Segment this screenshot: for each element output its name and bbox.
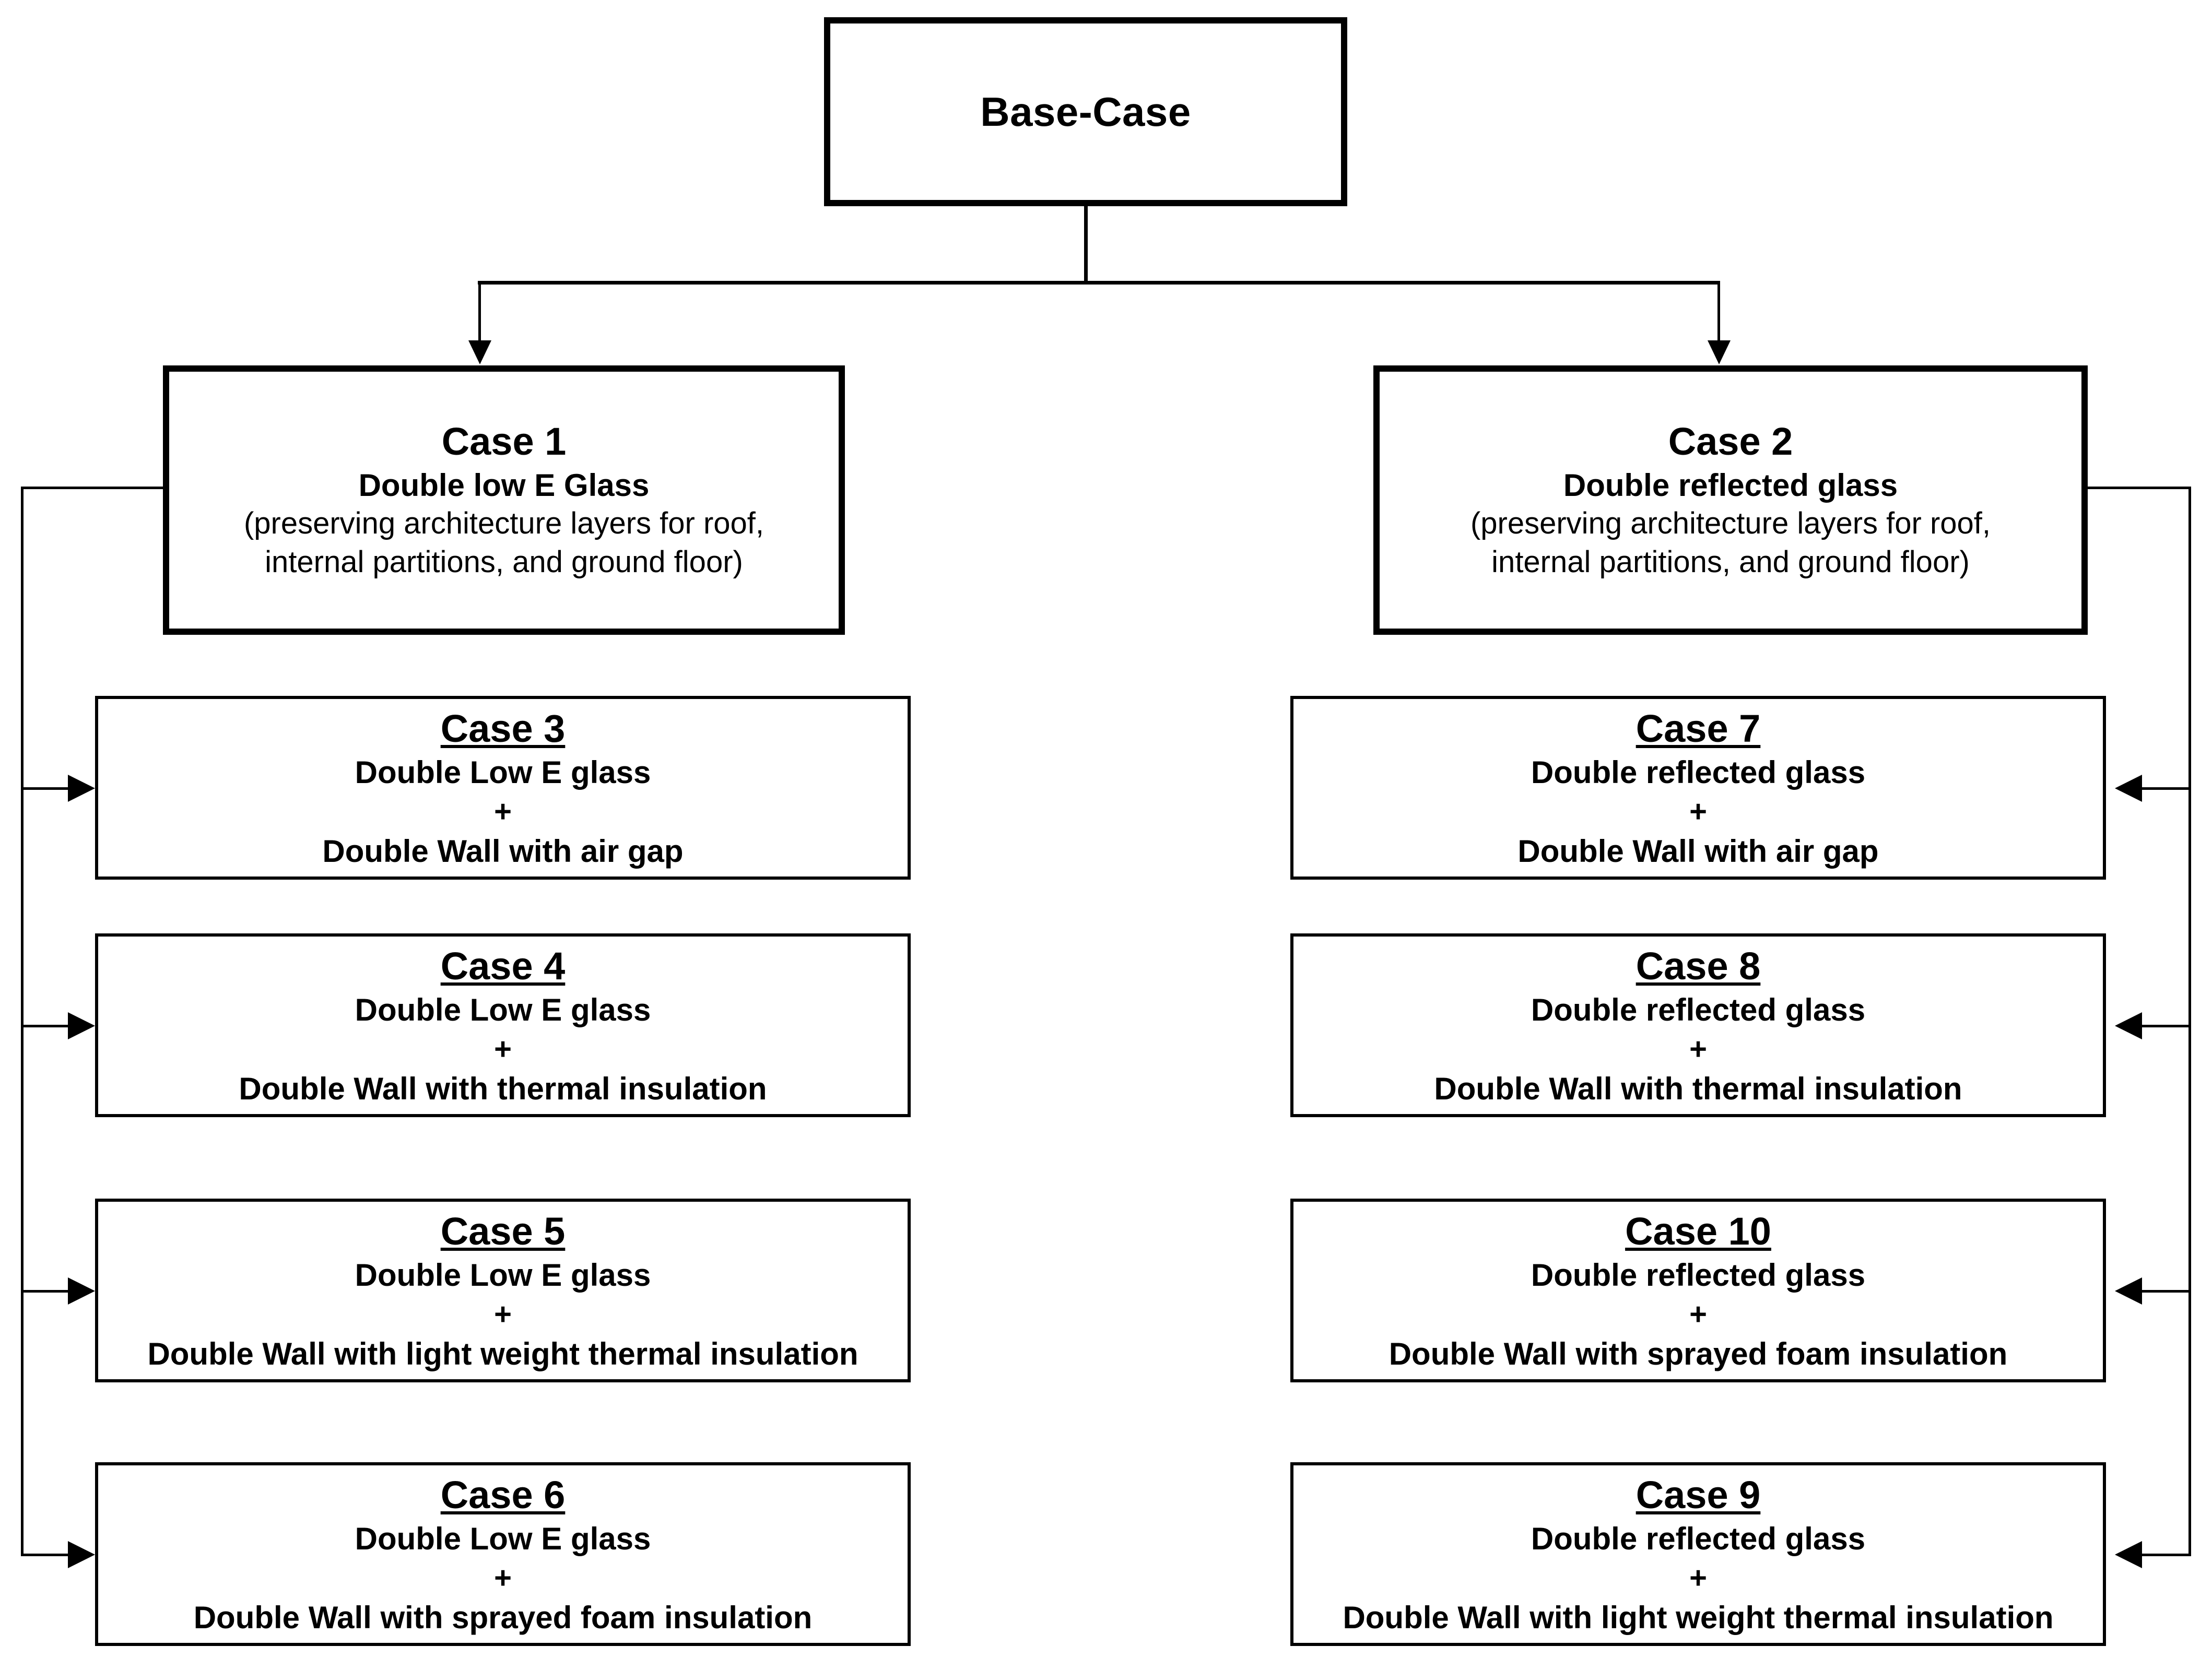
node-case-2[interactable]: Case 2 Double reflected glass (preservin… bbox=[1373, 365, 2088, 635]
case-10-title: Case 10 bbox=[1625, 1209, 1771, 1253]
case-2-subtitle: Double reflected glass bbox=[1563, 468, 1898, 503]
case-8-operator: + bbox=[1689, 1032, 1707, 1066]
case-6-line-1: Double Low E glass bbox=[355, 1521, 651, 1556]
case-4-line-1: Double Low E glass bbox=[355, 992, 651, 1027]
node-case-7[interactable]: Case 7 Double reflected glass + Double W… bbox=[1290, 696, 2106, 880]
connector-right-rail-to-case-9 bbox=[2141, 1554, 2191, 1556]
case-9-line-2: Double Wall with light weight thermal in… bbox=[1343, 1600, 2054, 1635]
arrow-down-to-case-1 bbox=[468, 340, 491, 364]
case-8-line-2: Double Wall with thermal insulation bbox=[1434, 1071, 1962, 1106]
case-8-line-1: Double reflected glass bbox=[1531, 992, 1866, 1027]
node-base-case[interactable]: Base-Case bbox=[824, 17, 1347, 206]
case-5-operator: + bbox=[494, 1297, 512, 1331]
arrow-left-to-case-8 bbox=[2115, 1012, 2142, 1039]
case-5-line-2: Double Wall with light weight thermal in… bbox=[147, 1336, 858, 1371]
case-6-line-2: Double Wall with sprayed foam insulation bbox=[193, 1600, 813, 1635]
connector-case-1-to-left-rail bbox=[21, 487, 167, 489]
connector-drop-right bbox=[1717, 281, 1720, 345]
case-7-line-1: Double reflected glass bbox=[1531, 754, 1866, 790]
case-4-title: Case 4 bbox=[440, 944, 566, 988]
case-6-title: Case 6 bbox=[440, 1473, 566, 1517]
arrow-left-to-case-10 bbox=[2115, 1277, 2142, 1305]
node-case-4[interactable]: Case 4 Double Low E glass + Double Wall … bbox=[95, 933, 911, 1117]
case-6-operator: + bbox=[494, 1560, 512, 1595]
case-10-line-1: Double reflected glass bbox=[1531, 1257, 1866, 1293]
connector-right-rail-to-case-8 bbox=[2141, 1025, 2191, 1027]
case-9-line-1: Double reflected glass bbox=[1531, 1521, 1866, 1556]
case-7-title: Case 7 bbox=[1636, 706, 1761, 750]
case-2-note-line-2: internal partitions, and ground floor) bbox=[1491, 545, 1970, 579]
case-9-title: Case 9 bbox=[1636, 1473, 1761, 1517]
node-case-6[interactable]: Case 6 Double Low E glass + Double Wall … bbox=[95, 1462, 911, 1646]
base-case-title: Base-Case bbox=[980, 88, 1191, 135]
right-rail-vertical bbox=[2189, 487, 2191, 1556]
connector-distribution-bar bbox=[478, 281, 1720, 285]
case-3-title: Case 3 bbox=[440, 706, 566, 750]
arrow-right-to-case-5 bbox=[68, 1277, 95, 1305]
case-8-title: Case 8 bbox=[1636, 944, 1761, 988]
node-case-8[interactable]: Case 8 Double reflected glass + Double W… bbox=[1290, 933, 2106, 1117]
case-7-operator: + bbox=[1689, 794, 1707, 828]
node-case-1[interactable]: Case 1 Double low E Glass (preserving ar… bbox=[163, 365, 845, 635]
arrow-right-to-case-3 bbox=[68, 775, 95, 802]
case-4-line-2: Double Wall with thermal insulation bbox=[239, 1071, 767, 1106]
case-7-line-2: Double Wall with air gap bbox=[1517, 833, 1879, 869]
connector-left-rail-to-case-6 bbox=[21, 1554, 71, 1556]
case-5-title: Case 5 bbox=[440, 1209, 566, 1253]
case-10-operator: + bbox=[1689, 1297, 1707, 1331]
case-4-operator: + bbox=[494, 1032, 512, 1066]
arrow-right-to-case-4 bbox=[68, 1012, 95, 1039]
case-5-line-1: Double Low E glass bbox=[355, 1257, 651, 1293]
arrow-left-to-case-7 bbox=[2115, 775, 2142, 802]
connector-drop-left bbox=[478, 281, 481, 345]
case-3-line-1: Double Low E glass bbox=[355, 754, 651, 790]
arrow-down-to-case-2 bbox=[1708, 340, 1731, 364]
connector-left-rail-to-case-5 bbox=[21, 1290, 71, 1293]
left-rail-vertical bbox=[21, 487, 23, 1556]
case-3-line-2: Double Wall with air gap bbox=[322, 833, 684, 869]
connector-trunk-vertical bbox=[1084, 206, 1088, 282]
connector-case-2-to-right-rail bbox=[2087, 487, 2191, 489]
node-case-3[interactable]: Case 3 Double Low E glass + Double Wall … bbox=[95, 696, 911, 880]
node-case-10[interactable]: Case 10 Double reflected glass + Double … bbox=[1290, 1199, 2106, 1382]
case-3-operator: + bbox=[494, 794, 512, 828]
arrow-right-to-case-6 bbox=[68, 1541, 95, 1568]
connector-left-rail-to-case-4 bbox=[21, 1025, 71, 1027]
case-1-note-line-2: internal partitions, and ground floor) bbox=[265, 545, 743, 579]
case-10-line-2: Double Wall with sprayed foam insulation bbox=[1389, 1336, 2008, 1371]
case-9-operator: + bbox=[1689, 1560, 1707, 1595]
case-1-note-line-1: (preserving architecture layers for roof… bbox=[243, 506, 764, 540]
arrow-left-to-case-9 bbox=[2115, 1541, 2142, 1568]
case-1-title: Case 1 bbox=[441, 419, 567, 463]
node-case-5[interactable]: Case 5 Double Low E glass + Double Wall … bbox=[95, 1199, 911, 1382]
connector-right-rail-to-case-10 bbox=[2141, 1290, 2191, 1293]
case-2-note-line-1: (preserving architecture layers for roof… bbox=[1470, 506, 1991, 540]
connector-right-rail-to-case-7 bbox=[2141, 787, 2191, 790]
case-2-title: Case 2 bbox=[1668, 419, 1793, 463]
node-case-9[interactable]: Case 9 Double reflected glass + Double W… bbox=[1290, 1462, 2106, 1646]
case-1-subtitle: Double low E Glass bbox=[358, 468, 650, 503]
connector-left-rail-to-case-3 bbox=[21, 787, 71, 790]
